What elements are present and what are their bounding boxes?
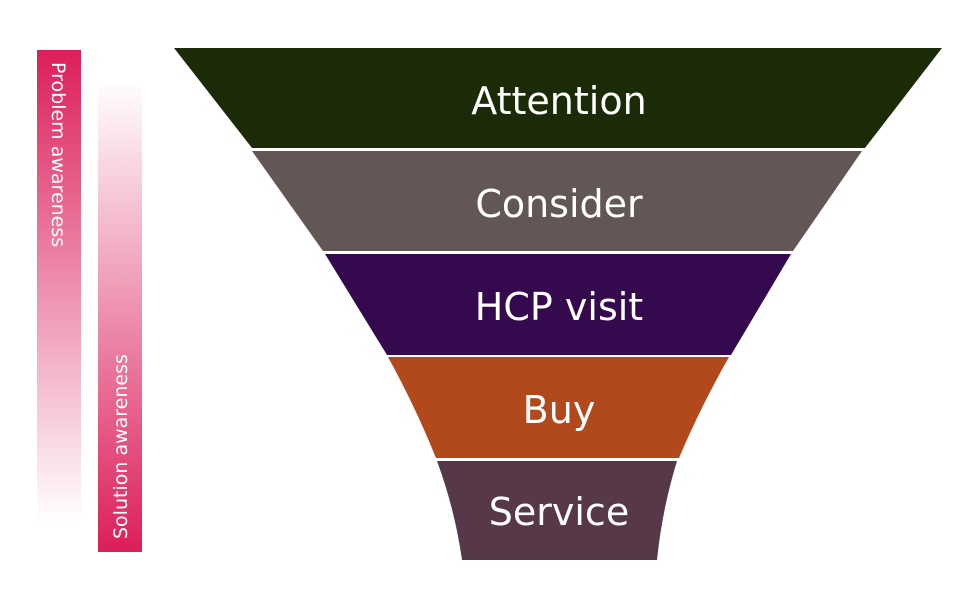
funnel-stage-service-label: Service [489, 490, 629, 534]
solution-awareness-label: Solution awareness [110, 354, 132, 539]
solution-awareness-bar: Solution awareness [98, 80, 142, 552]
problem-awareness-bar: Problem awareness [37, 50, 81, 522]
funnel-stage-consider: Consider [252, 151, 862, 251]
funnel-stage-service-shape [437, 461, 677, 560]
funnel-stage-hcp-visit-shape [325, 254, 791, 355]
funnel-stage-attention-shape [174, 48, 942, 148]
funnel-stage-attention-label: Attention [471, 79, 646, 123]
problem-awareness-label: Problem awareness [47, 62, 69, 247]
funnel-stage-buy: Buy [388, 357, 729, 458]
funnel-stage-hcp-visit-label: HCP visit [475, 285, 643, 329]
funnel-stage-consider-label: Consider [475, 182, 643, 226]
funnel-stage-consider-shape [252, 151, 862, 251]
funnel-stage-attention: Attention [174, 48, 942, 148]
funnel-stage-buy-label: Buy [523, 388, 596, 432]
funnel-stage-buy-shape [388, 357, 729, 458]
funnel-stage-service: Service [437, 461, 677, 560]
solution-awareness-gradient [98, 80, 142, 552]
problem-awareness-gradient [37, 50, 81, 522]
funnel: Attention Consider HCP visit Buy Service [174, 48, 942, 560]
funnel-stage-hcp-visit: HCP visit [325, 254, 791, 355]
